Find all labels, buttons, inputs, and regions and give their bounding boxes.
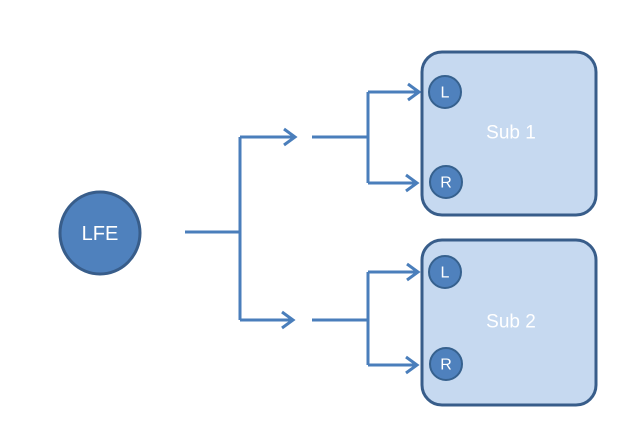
sub1-port-r-label: R [440,175,452,192]
sub2-port-r-label: R [440,357,452,374]
lfe-circle [58,190,142,276]
sub1-port-l-label: L [441,85,450,102]
sub1-box [420,50,598,217]
sub2-title: Sub 2 [486,312,536,333]
arrowhead-branch-bottom [281,310,296,330]
sub2-node: Sub 2 L R [420,238,598,407]
arrowhead-sub2-r [405,355,420,375]
sub2-port-l [428,255,462,289]
lfe-label: LFE [82,223,119,245]
sub2-box [420,238,598,407]
sub1-port-l [428,75,462,109]
lfe-node: LFE [58,190,142,276]
sub1-node: Sub 1 L R [420,50,598,217]
sub1-port-r [429,165,463,199]
sub2-port-r [429,347,463,381]
arrowhead-sub1-l [407,82,422,102]
connector-group [185,82,422,375]
arrowhead-branch-top [283,127,298,147]
sub2-port-l-label: L [441,265,450,282]
arrowhead-sub2-l [406,262,421,282]
arrowhead-sub1-r [405,173,420,193]
sub1-title: Sub 1 [486,123,536,144]
